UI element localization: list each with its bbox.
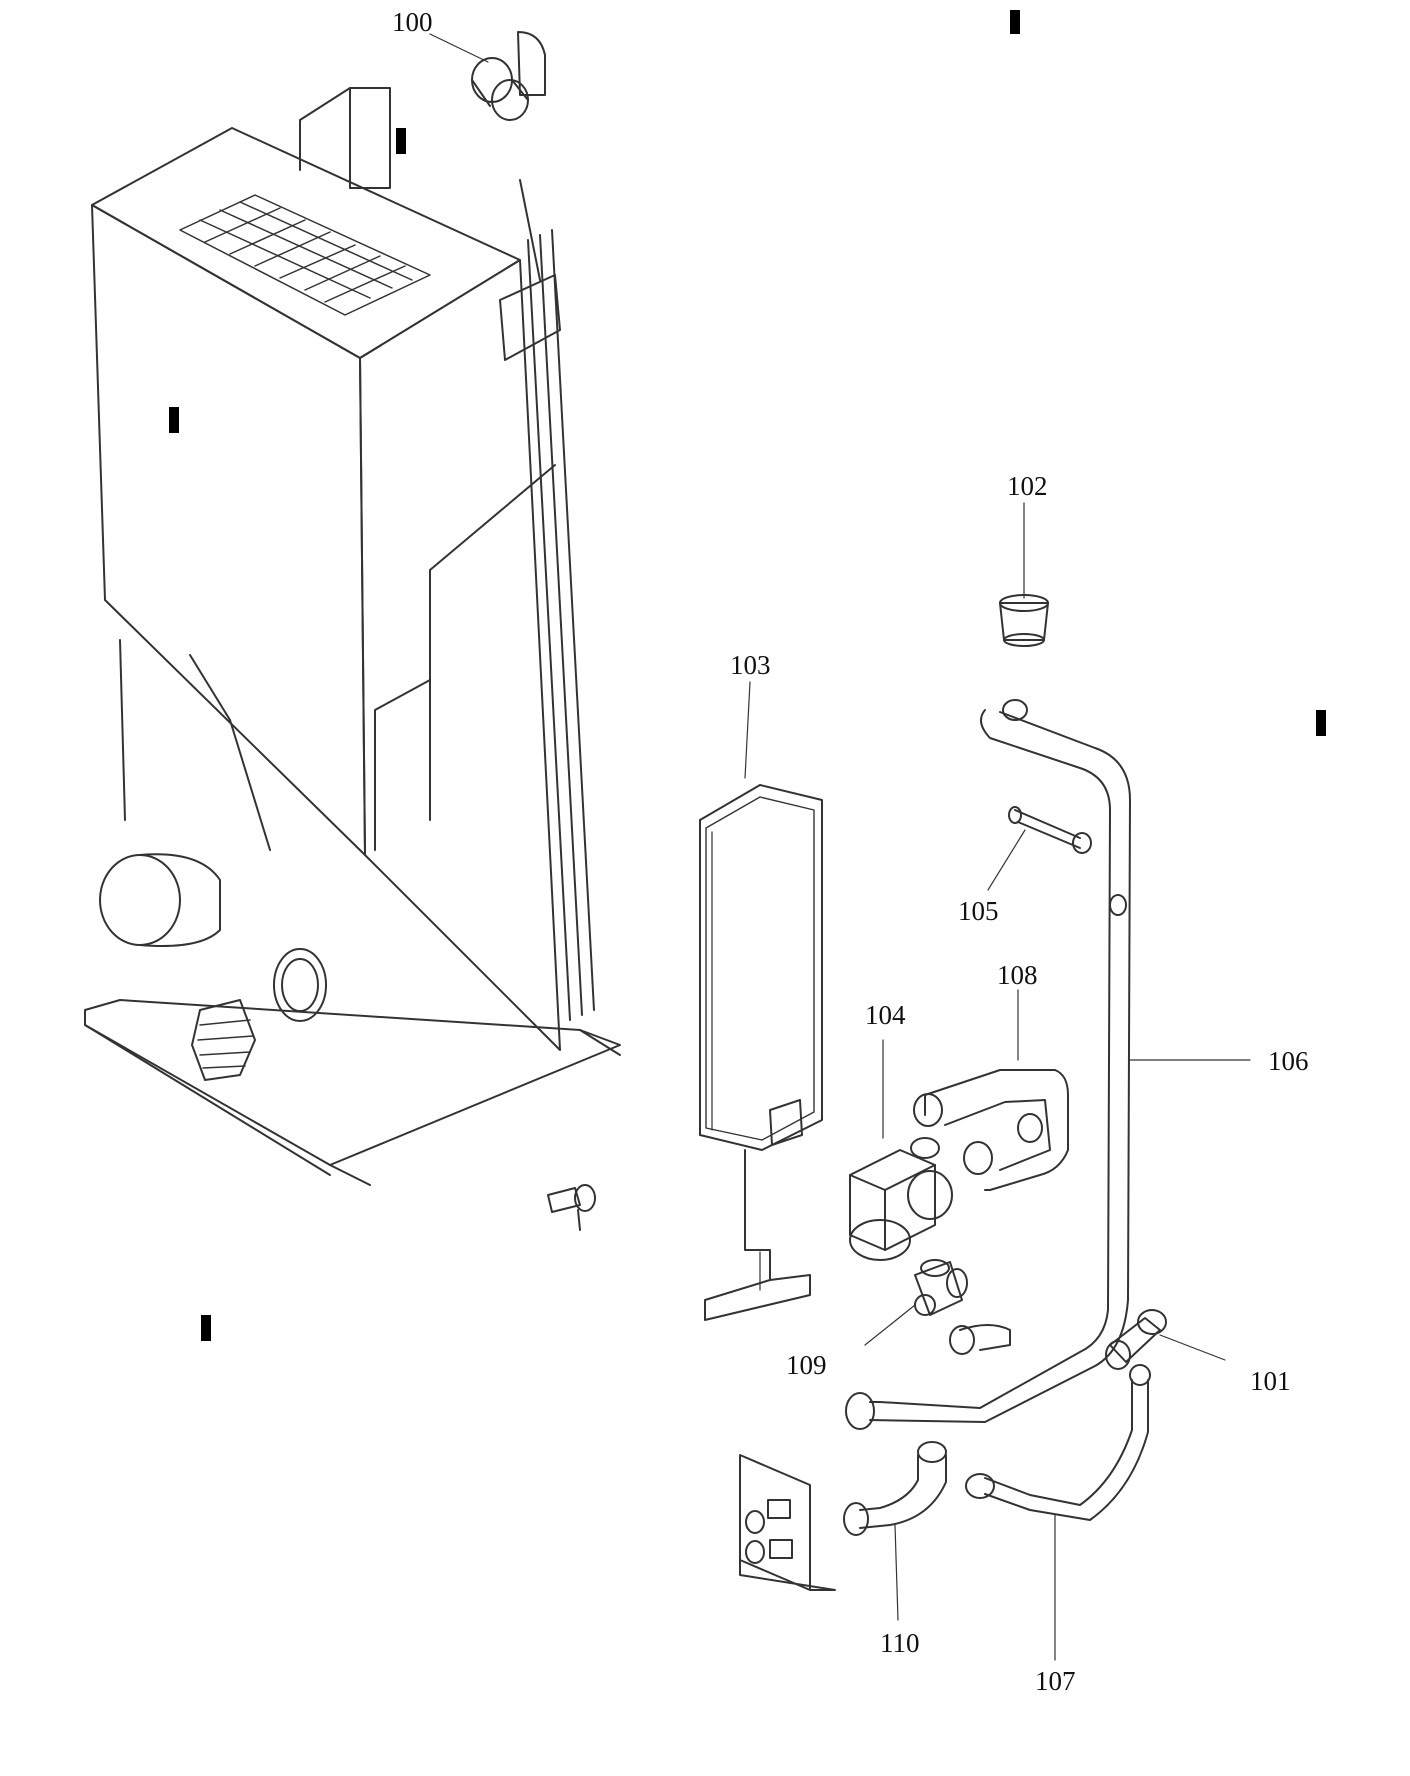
callout-103: 103	[730, 650, 771, 680]
callout-104: 104	[865, 1000, 906, 1030]
redaction-mark	[201, 1315, 211, 1341]
base-frame	[84, 999, 621, 1166]
part-106-flow-pipe	[845, 699, 1251, 1430]
part-105-connector	[987, 806, 1092, 891]
part-101-elbow	[1105, 1309, 1226, 1370]
boiler-cabinet	[84, 87, 621, 1186]
part-100-flue-adapter	[429, 31, 546, 121]
callout-109: 109	[786, 1350, 827, 1380]
part-107-return-pipe	[965, 1364, 1151, 1661]
part-110-short-pipe	[843, 1441, 947, 1621]
part-104-pump	[849, 1039, 953, 1261]
part-109-valve	[864, 1259, 1011, 1355]
redaction-mark	[1010, 10, 1020, 34]
part-108-bypass-pipe	[913, 989, 1069, 1191]
callout-107: 107	[1035, 1666, 1076, 1696]
part-102-air-vent	[999, 502, 1049, 647]
vent-grille	[191, 999, 256, 1081]
top-grille	[179, 194, 431, 316]
callout-106: 106	[1268, 1046, 1309, 1076]
part-103-expansion-vessel	[699, 681, 823, 1321]
rear-flue-bracket	[349, 87, 391, 189]
redaction-mark	[1316, 710, 1326, 736]
cabinet-side-face	[359, 259, 561, 1051]
callout-105: 105	[958, 896, 999, 926]
burner-duct	[99, 854, 181, 946]
callout-100: 100	[392, 7, 433, 37]
mounting-plate	[739, 1454, 836, 1591]
inspection-port	[273, 948, 327, 1022]
lower-mechanism	[99, 639, 327, 1081]
callout-108: 108	[997, 960, 1038, 990]
callout-102: 102	[1007, 471, 1048, 501]
cabinet-front-face	[91, 204, 366, 856]
redaction-mark	[396, 128, 406, 154]
callout-110: 110	[880, 1628, 920, 1658]
callout-101: 101	[1250, 1366, 1291, 1396]
drain-tap	[547, 1184, 596, 1231]
redaction-mark	[169, 407, 179, 433]
